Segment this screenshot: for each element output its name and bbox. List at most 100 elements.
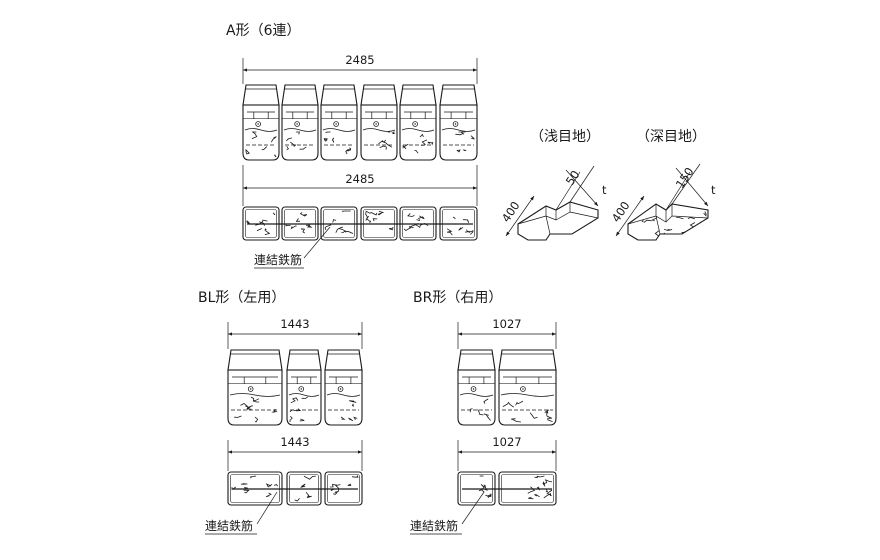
rock-texture-stroke — [483, 398, 489, 404]
rock-texture-stroke — [502, 401, 515, 408]
rock-texture-stroke — [485, 493, 492, 498]
br-type-title: BR形（右用） — [413, 290, 502, 306]
a-type-plan-width: 2485 — [345, 172, 374, 186]
rock-texture-stroke — [265, 483, 273, 488]
rock-texture-stroke — [469, 408, 473, 413]
rock-texture-stroke — [419, 133, 424, 138]
rock-texture-stroke — [243, 489, 250, 494]
deep-joint-outline — [627, 203, 709, 241]
rock-texture-stroke — [487, 493, 492, 499]
rock-texture-stroke — [299, 212, 308, 217]
block-cap — [439, 84, 478, 106]
rock-texture-stroke — [265, 492, 272, 498]
rock-texture-stroke — [534, 475, 545, 479]
block-body — [324, 384, 363, 426]
rock-texture-stroke — [303, 475, 316, 480]
deep-joint-group: （深目地） 400 150 t — [609, 129, 716, 241]
a-type-rebar-label: 連結鉄筋 — [254, 252, 302, 267]
a-type-plan-view — [242, 206, 478, 241]
rock-texture-stroke — [295, 218, 301, 222]
rock-texture-stroke — [332, 219, 337, 223]
deep-height-dimension-line — [615, 195, 645, 237]
rock-face-edge — [229, 393, 281, 397]
rock-texture-stroke — [689, 222, 696, 228]
rock-texture-stroke — [331, 137, 335, 143]
rock-texture-stroke — [299, 146, 307, 150]
rock-texture-stroke — [510, 418, 516, 420]
rock-texture-stroke — [546, 411, 552, 419]
rock-texture-stroke — [247, 405, 253, 410]
block-cap — [242, 84, 280, 106]
rock-texture-stroke — [253, 400, 260, 403]
band-detail — [404, 111, 432, 119]
rock-texture-stroke — [324, 223, 332, 231]
rock-texture-stroke — [456, 149, 461, 153]
shallow-joint-outline — [517, 201, 599, 241]
rock-texture-stroke — [270, 136, 277, 143]
bl-type-front-width: 1443 — [280, 317, 309, 331]
br-type-front-view — [457, 349, 557, 426]
block-body — [399, 119, 437, 161]
front-block — [242, 84, 280, 161]
front-block — [439, 84, 478, 161]
block-body — [281, 119, 319, 161]
rock-texture-stroke — [483, 413, 489, 416]
rock-texture-stroke — [477, 409, 484, 416]
rock-texture-stroke — [372, 218, 378, 222]
rock-texture-stroke — [300, 228, 306, 234]
br-type-rebar-label: 連結鉄筋 — [410, 518, 458, 533]
front-block — [498, 349, 557, 426]
rock-texture-stroke — [299, 418, 305, 422]
rock-texture-stroke — [261, 146, 268, 151]
rock-texture-stroke — [458, 226, 464, 231]
rock-texture-stroke — [417, 215, 425, 220]
rock-texture-stroke — [542, 481, 546, 487]
rock-face-edge — [441, 128, 476, 132]
rock-texture-stroke — [485, 414, 491, 421]
anchor-bolt-center — [339, 388, 342, 390]
rock-texture-stroke — [289, 416, 293, 422]
front-block — [286, 349, 322, 426]
band-detail — [286, 111, 314, 119]
rock-texture-stroke — [294, 497, 300, 502]
deep-height-value: 400 — [609, 199, 633, 225]
rock-texture-stroke — [349, 400, 357, 403]
bl-type-front-view — [227, 349, 363, 426]
rock-texture-stroke — [272, 212, 276, 216]
shallow-height-dimension-line — [505, 195, 535, 237]
rock-texture-stroke — [388, 227, 394, 231]
rock-texture-stroke — [402, 143, 409, 150]
front-block — [320, 84, 358, 161]
shallow-extension-line — [555, 171, 581, 211]
rebar-leader-line — [256, 491, 278, 525]
rock-texture-stroke — [285, 224, 291, 227]
block-cap — [324, 349, 363, 371]
anchor-bolt-center — [257, 123, 259, 125]
deep-depth-dimension-line — [675, 167, 709, 207]
rock-face-edge — [326, 393, 361, 397]
rock-texture-stroke — [300, 485, 306, 488]
rock-texture-stroke — [251, 131, 258, 140]
rock-face-edge — [459, 393, 494, 397]
br-type-front-width: 1027 — [492, 317, 521, 331]
band-detail — [291, 376, 317, 384]
rock-texture-stroke — [547, 418, 553, 422]
rock-texture-stroke — [334, 484, 341, 494]
band-detail — [503, 376, 552, 384]
block-cap — [498, 349, 557, 371]
deep-joint-edges — [627, 204, 709, 235]
rock-texture-stroke — [234, 415, 242, 418]
rock-texture-stroke — [462, 149, 467, 151]
rock-texture-stroke — [391, 130, 396, 135]
rock-texture-stroke — [301, 396, 308, 399]
rock-texture-stroke — [529, 412, 538, 419]
rock-texture-stroke — [452, 216, 456, 220]
rock-texture-stroke — [468, 230, 474, 235]
rock-texture-stroke — [256, 228, 262, 231]
shallow-joint-title: （浅目地） — [530, 129, 600, 145]
block-cap — [399, 84, 437, 106]
rock-texture-stroke — [643, 219, 652, 223]
rock-texture-stroke — [240, 403, 248, 407]
block-cap — [457, 349, 496, 371]
deep-joint-title: （深目地） — [636, 129, 706, 145]
